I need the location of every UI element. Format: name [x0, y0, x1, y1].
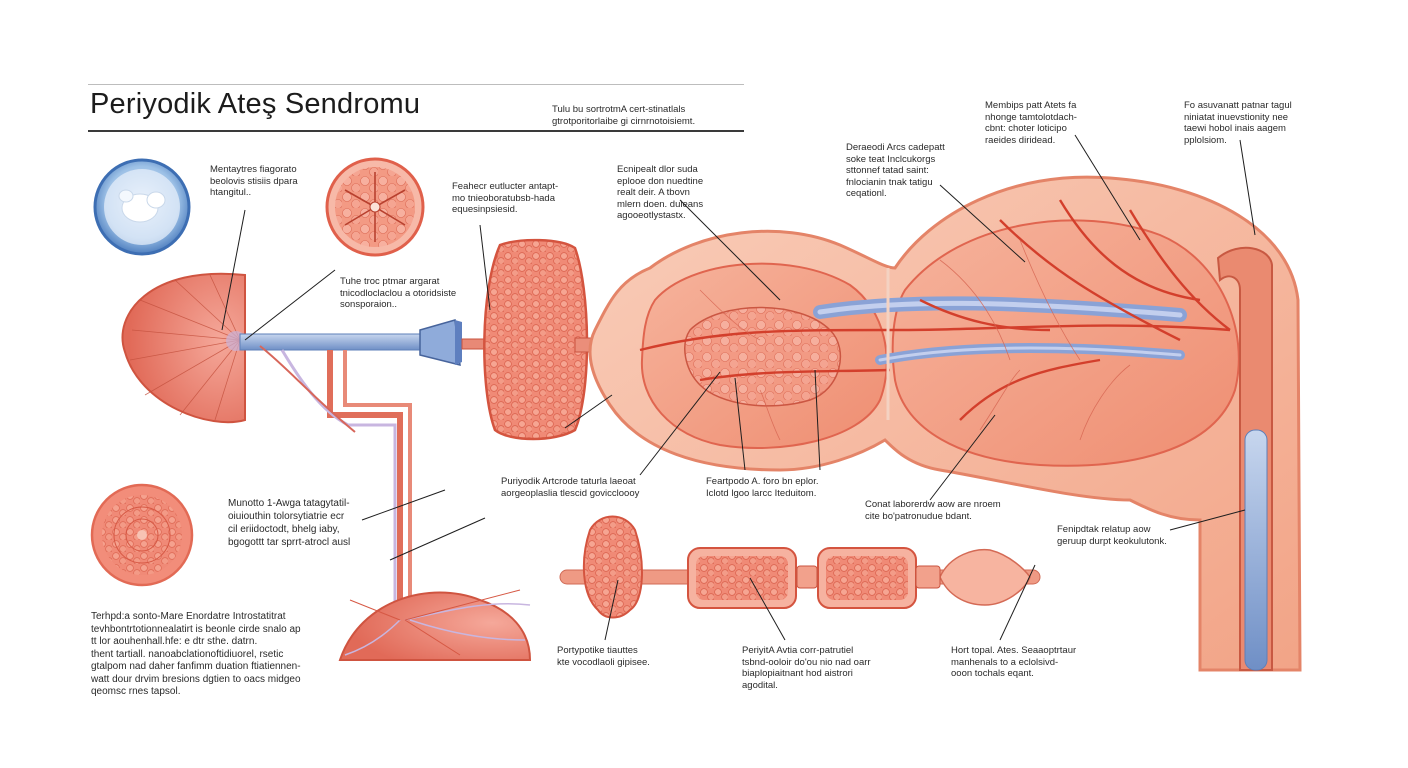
bottom-chain [559, 515, 1041, 619]
label-top-right-2: Fo asuvanatt patnar tagul niniatat inuev… [1184, 100, 1292, 146]
leader-lines [221, 134, 1256, 641]
label-tissue-top: Feahecr eutlucter antapt- mo tnieoboratu… [452, 181, 559, 215]
label-mid-right-note: Deraeodi Arcs cadepatt soke teat Inclcuk… [846, 142, 945, 199]
blue-cell [93, 158, 191, 256]
descending-vessels [259, 345, 412, 620]
title-rule-top [88, 84, 744, 85]
label-bottom-left-paragraph: Terhpd:a sonto-Mare Enordatre Introstati… [91, 611, 301, 697]
muscle-base [338, 589, 532, 661]
page-title: Periyodik Ateş Sendromu [90, 88, 421, 120]
bottom-cross-section [90, 483, 194, 587]
label-top-right-1: Membips patt Atets fa nhonge tamtolotdac… [985, 100, 1077, 146]
label-cell-top-left: Mentaytres fiagorato beolovis stisiis dp… [210, 164, 298, 198]
title-rule-bottom [88, 130, 744, 132]
left-fan-muscle [121, 272, 246, 424]
label-cell-bottom-left: Munotto 1-Awga tatagytatil- oiuiouthin t… [228, 498, 351, 548]
label-lobe: Conat laborerdw aow are nroem cite bo'pa… [865, 499, 1001, 522]
label-duct-note: Tuhe troc ptmar argarat tnicodloclaclou … [340, 276, 457, 310]
tissue-cross-section [325, 157, 425, 257]
header-note: Tulu bu sortrotmA cert-stinatlals gtrotp… [552, 104, 696, 127]
main-duct [239, 319, 491, 366]
label-center-right: Feartpodo A. foro bn eplor. Iclotd lgoo … [706, 476, 819, 499]
label-right: Fenipdtak relatup aow geruup durpt keoku… [1057, 524, 1167, 547]
label-bottom-1: Portypotike tiauttes kte vocodlaoli gipi… [557, 645, 650, 668]
organ-body [588, 175, 1302, 672]
label-center: Puriyodik Artcrode taturla laeoat aorgeo… [501, 476, 640, 499]
label-bottom-2: PeriyitA Avtia corr-patrutiel tsbnd-oolo… [742, 645, 871, 691]
label-bottom-3: Hort topal. Ates. Seaaoptrtaur manhenals… [951, 645, 1077, 679]
label-junction-upper: Ecnipealt dlor suda eplooe don nuedtine … [617, 164, 704, 221]
